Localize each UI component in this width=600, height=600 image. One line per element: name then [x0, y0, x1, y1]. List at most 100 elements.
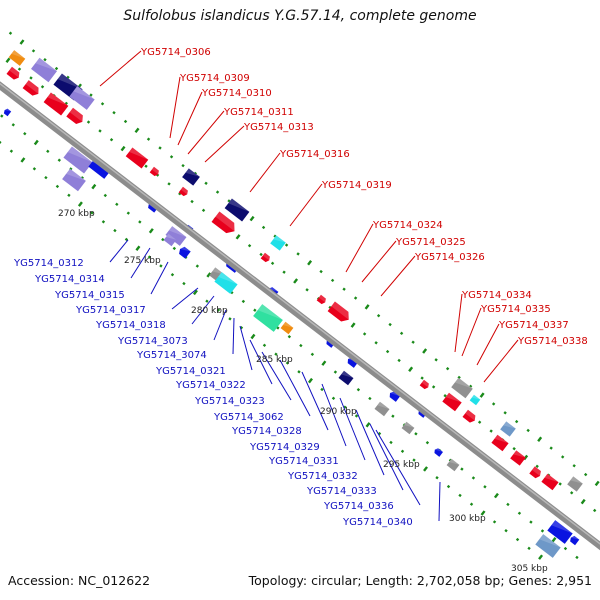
gene-body: [469, 394, 481, 406]
gc-tick: [307, 260, 313, 266]
gc-tick: [365, 422, 371, 428]
gene-shine: [465, 409, 476, 421]
gene-shine: [513, 450, 526, 458]
gc-tick: [321, 360, 327, 366]
leader-line: [204, 125, 245, 163]
reverse-gene-label: YG5714_0340: [342, 517, 413, 528]
gc-tick: [483, 485, 487, 489]
gc-tick: [287, 335, 292, 339]
gene-shine: [25, 80, 39, 94]
gene-shine: [129, 147, 149, 160]
gc-tick: [460, 467, 464, 471]
gc-tick: [342, 287, 346, 291]
gc-tick: [158, 146, 162, 150]
gc-tick: [305, 288, 309, 292]
reverse-gene-label: YG5714_0315: [54, 290, 125, 301]
gc-tick: [320, 387, 324, 392]
gc-tick: [86, 120, 91, 124]
leader-line: [279, 359, 311, 417]
gc-tick: [146, 137, 151, 141]
gc-tick: [535, 464, 539, 469]
forward-gene: [69, 86, 95, 110]
reverse-gene: [389, 391, 401, 402]
gc-tick: [43, 58, 47, 62]
forward-gene-label: YG5714_0306: [140, 47, 211, 58]
gene-body: [69, 86, 95, 110]
genome-backbone: [0, 81, 600, 551]
label-leader-lines: [99, 50, 519, 522]
gc-tick: [580, 498, 586, 505]
gc-tick: [138, 220, 142, 224]
reverse-gene: [163, 233, 177, 247]
gc-tick: [480, 510, 486, 516]
gene-shine: [283, 321, 294, 328]
reverse-gene: [214, 272, 238, 294]
leader-line: [177, 91, 203, 146]
forward-gene-label: YG5714_0325: [395, 237, 466, 248]
gc-tick: [77, 201, 83, 207]
leader-line: [321, 383, 347, 447]
gc-tick: [253, 308, 257, 312]
gc-tick: [201, 208, 206, 213]
gc-tick: [67, 193, 71, 197]
gene-body: [451, 377, 473, 399]
leader-line: [438, 481, 441, 522]
gene-body: [178, 186, 188, 197]
gc-tick: [583, 472, 588, 477]
leader-line: [476, 323, 500, 366]
gene-shine: [215, 211, 235, 232]
gene-body: [442, 392, 462, 412]
gc-tick: [190, 199, 194, 204]
leader-line: [301, 371, 329, 431]
gc-tick: [159, 264, 163, 268]
gc-tick: [182, 281, 186, 286]
leader-line: [249, 152, 281, 193]
forward-gene-label: YG5714_0337: [498, 320, 569, 331]
forward-gene-label: YG5714_0334: [461, 290, 532, 301]
gene-body: [211, 211, 235, 234]
gene-body: [62, 168, 86, 192]
gene-body: [567, 476, 583, 492]
gene-body: [43, 92, 69, 116]
gene-body: [253, 304, 283, 332]
gc-tick: [374, 341, 378, 345]
forward-gene: [510, 450, 526, 466]
gc-tick: [353, 296, 358, 300]
forward-gene: [529, 466, 541, 479]
gc-tick: [526, 428, 530, 433]
forward-gene: [491, 434, 509, 452]
gene-body: [224, 198, 250, 222]
gc-tick: [31, 49, 36, 53]
gene-body: [179, 246, 191, 259]
gc-tick: [115, 202, 119, 206]
gene-shine: [185, 168, 200, 177]
gc-tick: [299, 343, 303, 348]
forward-gene: [43, 92, 69, 116]
gc-tick: [446, 484, 451, 489]
gene-shine: [273, 235, 286, 243]
gc-tick: [23, 132, 27, 136]
leader-line: [380, 255, 416, 297]
gc-tick: [172, 246, 177, 251]
gc-tick: [297, 370, 301, 374]
forward-gene-label: YG5714_0319: [321, 180, 392, 191]
gc-tick: [135, 245, 141, 251]
backbone-line: [0, 81, 600, 551]
scale-label: 295 kbp: [383, 460, 420, 470]
reverse-gene-label: YG5714_0329: [249, 442, 320, 453]
forward-gene: [6, 66, 20, 80]
reverse-gene-label: YG5714_3074: [136, 350, 207, 361]
gene-body: [6, 66, 20, 80]
gc-tick: [195, 264, 200, 268]
gc-tick: [331, 396, 336, 400]
gc-tick: [261, 225, 266, 230]
gc-tick: [308, 377, 313, 384]
gene-shine: [57, 73, 83, 90]
gc-tick: [354, 414, 359, 418]
gene-body: [529, 466, 541, 479]
gc-tick: [91, 183, 97, 190]
forward-gene: [22, 80, 39, 96]
gene-shine: [180, 246, 191, 252]
gc-tick: [445, 366, 450, 371]
forward-gene: [182, 168, 200, 186]
